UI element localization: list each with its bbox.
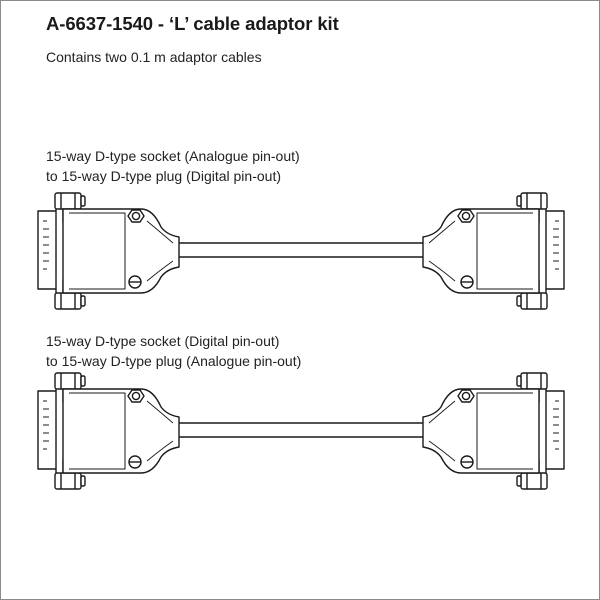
cable-1-caption-line2: to 15-way D-type plug (Digital pin-out) (46, 168, 281, 184)
cable-2-caption-line2: to 15-way D-type plug (Analogue pin-out) (46, 353, 302, 369)
cable-1-caption: 15-way D-type socket (Analogue pin-out) … (46, 146, 300, 186)
page-subtitle: Contains two 0.1 m adaptor cables (46, 49, 262, 65)
cable-2-caption-line1: 15-way D-type socket (Digital pin-out) (46, 333, 280, 349)
page-title: A-6637-1540 - ‘L’ cable adaptor kit (46, 13, 339, 34)
cable-2-left-socket-icon (37, 372, 180, 490)
cable-1-diagram (37, 192, 565, 310)
cable-1-right-plug-icon (422, 192, 565, 310)
cable-2-right-plug-icon (422, 372, 565, 490)
cable-2-diagram (37, 372, 565, 490)
cable-2-caption: 15-way D-type socket (Digital pin-out) t… (46, 331, 301, 371)
cable-1-left-socket-icon (37, 192, 180, 310)
cable-1-caption-line1: 15-way D-type socket (Analogue pin-out) (46, 148, 300, 164)
